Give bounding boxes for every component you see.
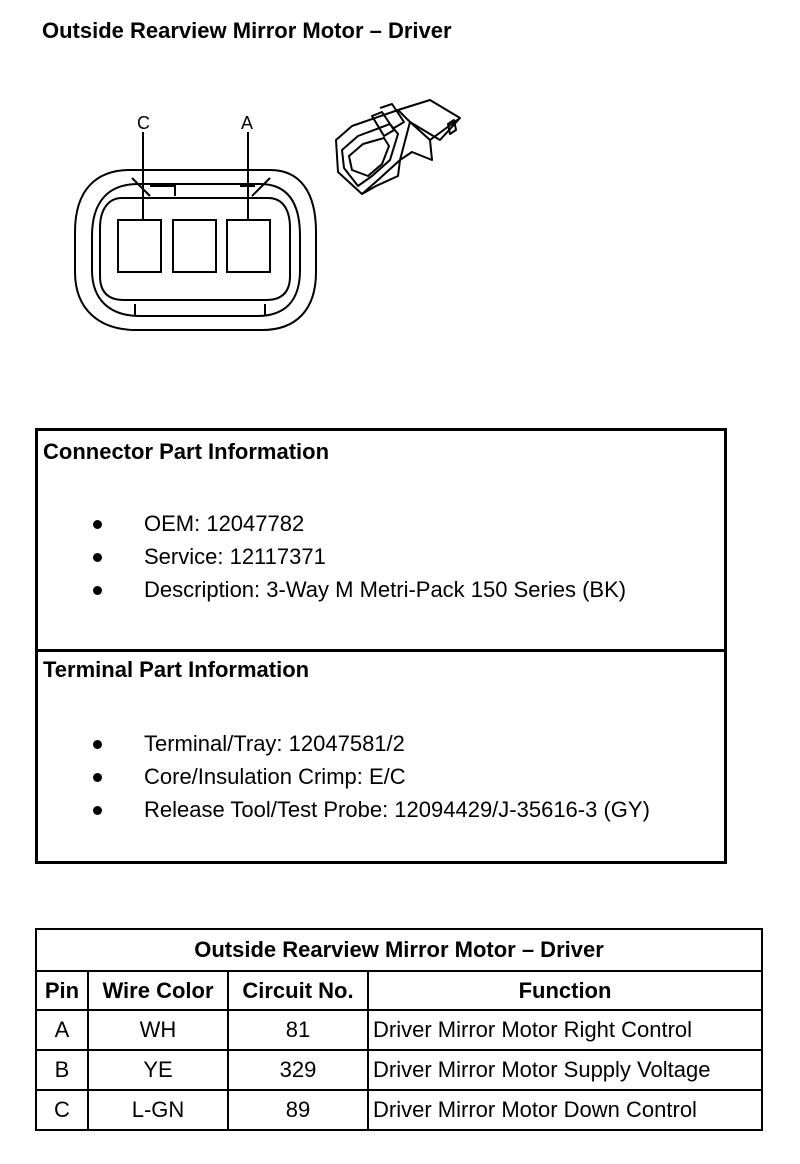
list-item-text: OEM: 12047782 [144, 511, 305, 536]
terminal-part-title: Terminal Part Information [43, 657, 310, 682]
list-item-text: Core/Insulation Crimp: E/C [144, 764, 406, 789]
column-header: Pin [35, 970, 89, 1011]
part-information-box: Connector Part Information OEM: 12047782… [35, 428, 727, 864]
pin-cell: A [35, 1009, 89, 1051]
wire-color-cell: WH [87, 1009, 229, 1051]
connector-part-title: Connector Part Information [43, 439, 330, 464]
table-row: C L-GN 89 Driver Mirror Motor Down Contr… [35, 1089, 763, 1131]
function-cell: Driver Mirror Motor Right Control [367, 1009, 763, 1051]
connector-isometric [335, 99, 461, 195]
circuit-cell: 329 [227, 1049, 369, 1091]
function-cell: Driver Mirror Motor Supply Voltage [367, 1049, 763, 1091]
pin-cell: C [35, 1089, 89, 1131]
connector-diagram: C A [74, 99, 461, 331]
bullet-icon [93, 520, 102, 529]
pin-table-title: Outside Rearview Mirror Motor – Driver [35, 928, 763, 972]
list-item: Release Tool/Test Probe: 12094429/J-3561… [38, 795, 650, 828]
column-header: Circuit No. [227, 970, 369, 1011]
column-header: Wire Color [87, 970, 229, 1011]
list-item-text: Description: 3-Way M Metri-Pack 150 Seri… [144, 577, 627, 602]
connector-part-list: OEM: 12047782 Service: 12117371 Descript… [38, 509, 626, 608]
table-row: B YE 329 Driver Mirror Motor Supply Volt… [35, 1049, 763, 1091]
list-item-text: Release Tool/Test Probe: 12094429/J-3561… [144, 797, 650, 822]
list-item-text: Terminal/Tray: 12047581/2 [144, 731, 405, 756]
terminal-part-list: Terminal/Tray: 12047581/2 Core/Insulatio… [38, 729, 650, 828]
bullet-icon [93, 806, 102, 815]
pin-table: Outside Rearview Mirror Motor – Driver P… [35, 928, 763, 1131]
table-row: A WH 81 Driver Mirror Motor Right Contro… [35, 1009, 763, 1051]
function-cell: Driver Mirror Motor Down Control [367, 1089, 763, 1131]
circuit-cell: 89 [227, 1089, 369, 1131]
connector-face [74, 169, 317, 331]
list-item: Description: 3-Way M Metri-Pack 150 Seri… [38, 575, 626, 608]
page-title: Outside Rearview Mirror Motor – Driver [42, 18, 452, 43]
circuit-cell: 81 [227, 1009, 369, 1051]
pin-label-a: A [241, 113, 253, 133]
list-item: Service: 12117371 [38, 542, 626, 575]
list-item: Core/Insulation Crimp: E/C [38, 762, 650, 795]
bullet-icon [93, 586, 102, 595]
cavity-c [117, 219, 162, 273]
wire-color-cell: L-GN [87, 1089, 229, 1131]
terminal-part-section: Terminal Part Information Terminal/Tray:… [38, 649, 724, 861]
connector-part-section: Connector Part Information OEM: 12047782… [38, 431, 724, 652]
pin-label-c: C [137, 113, 150, 133]
pin-leader-lines [142, 132, 249, 220]
list-item: OEM: 12047782 [38, 509, 626, 542]
list-item-text: Service: 12117371 [144, 544, 326, 569]
wire-color-cell: YE [87, 1049, 229, 1091]
table-header-row: Pin Wire Color Circuit No. Function [35, 970, 763, 1011]
cavity-b [172, 219, 217, 273]
pin-cavities [117, 219, 271, 273]
list-item: Terminal/Tray: 12047581/2 [38, 729, 650, 762]
bullet-icon [93, 740, 102, 749]
bullet-icon [93, 773, 102, 782]
cavity-a [226, 219, 271, 273]
pin-cell: B [35, 1049, 89, 1091]
bullet-icon [93, 553, 102, 562]
column-header: Function [367, 970, 763, 1011]
